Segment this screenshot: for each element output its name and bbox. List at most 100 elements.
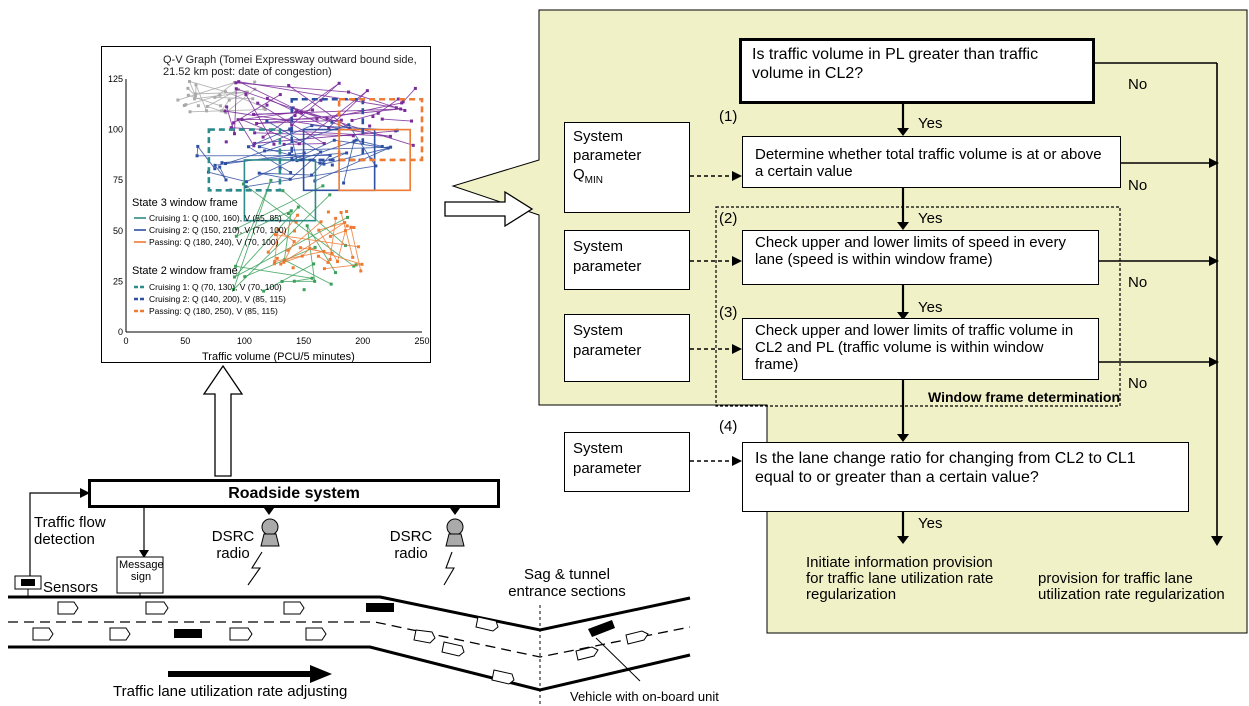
- qmin-label: QMIN: [573, 166, 604, 186]
- result-yes-text: Initiate information provision for traff…: [806, 554, 994, 603]
- qv-scatter-line: [236, 210, 292, 237]
- message-sign-label: Message sign: [119, 559, 164, 583]
- qv-scatter-point: [365, 89, 369, 93]
- qv-scatter-line: [289, 128, 298, 161]
- qv-scatter-line: [309, 247, 363, 265]
- legend-item-label: Cruising 2: Q (150, 210), V (70, 100): [149, 225, 287, 235]
- qv-scatter-line: [254, 130, 396, 144]
- qv-scatter-line: [225, 124, 349, 164]
- qv-scatter-line: [197, 146, 216, 169]
- dsrc-radio-label-2: DSRC radio: [389, 528, 433, 562]
- qv-scatter-point: [196, 144, 200, 148]
- qv-scatter-point: [278, 166, 282, 170]
- sys-param-box-3: System parameter: [564, 314, 690, 382]
- qv-scatter-point: [275, 256, 279, 260]
- qv-x-tick-label: 50: [180, 336, 190, 346]
- qv-scatter-point: [345, 151, 349, 155]
- sys-param-box-4: System parameter: [564, 432, 690, 492]
- qv-scatter-line: [196, 146, 199, 156]
- qv-scatter-line: [219, 166, 227, 181]
- qv-scatter-point: [319, 220, 323, 224]
- qv-scatter-line: [233, 194, 331, 290]
- qv-scatter-line: [244, 246, 316, 278]
- step1-box: Determine whether total traffic volume i…: [742, 136, 1121, 188]
- qv-scatter-line: [351, 112, 379, 121]
- qv-scatter-line: [283, 255, 303, 263]
- qv-scatter-point: [347, 123, 351, 127]
- qv-scatter-point: [184, 103, 188, 107]
- qv-scatter-line: [330, 227, 355, 237]
- qv-y-tick-label: 100: [108, 125, 123, 135]
- qv-scatter-point: [252, 144, 256, 148]
- qv-scatter-line: [235, 265, 313, 279]
- qv-scatter-point: [243, 275, 247, 279]
- qv-scatter-line: [207, 106, 227, 114]
- qv-scatter-line: [234, 206, 299, 278]
- qv-scatter-point: [311, 108, 315, 112]
- qv-scatter-point: [272, 142, 276, 146]
- qv-scatter-point: [321, 184, 325, 188]
- qv-scatter-line: [267, 97, 329, 129]
- qv-scatter-point: [193, 97, 197, 101]
- qv-scatter-point: [251, 97, 255, 101]
- qv-scatter-point: [302, 288, 306, 292]
- legend-item-label: Cruising 1: Q (100, 160), V (55, 85): [149, 213, 282, 223]
- qv-scatter-point: [308, 246, 312, 250]
- qv-scatter-line: [340, 212, 354, 258]
- qv-scatter-line: [235, 180, 272, 267]
- qv-scatter-point: [253, 131, 257, 135]
- qv-scatter-line: [231, 127, 391, 137]
- qv-scatter-point: [234, 234, 238, 238]
- roadside-system-box: Roadside system: [88, 479, 500, 508]
- qv-scatter-point: [272, 262, 276, 266]
- qv-scatter-line: [246, 139, 335, 183]
- qv-x-tick-label: 200: [355, 336, 370, 346]
- sys-param-qmin-box: System parameter QMIN: [564, 122, 690, 213]
- qv-scatter-line: [208, 171, 247, 183]
- qv-scatter-point: [328, 257, 332, 261]
- qv-scatter-point: [352, 264, 356, 268]
- qv-scatter-point: [288, 152, 292, 156]
- qv-scatter-point: [278, 93, 282, 97]
- qv-y-tick-label: 75: [113, 175, 123, 185]
- no-label-4: No: [1128, 375, 1148, 392]
- qv-scatter-point: [186, 86, 190, 90]
- qv-scatter-point: [225, 105, 229, 109]
- no-label-1: No: [1128, 76, 1148, 93]
- qv-scatter-line: [235, 82, 349, 93]
- qv-scatter-line: [294, 277, 313, 282]
- window-frame-label: Window frame determination: [928, 389, 1121, 405]
- qv-scatter-point: [359, 269, 363, 273]
- qv-scatter-point: [293, 229, 297, 233]
- qv-scatter-line: [284, 259, 332, 285]
- qv-scatter-point: [218, 165, 222, 169]
- qv-scatter-line: [334, 139, 389, 149]
- qv-scatter-point: [352, 225, 356, 229]
- qv-scatter-line: [296, 140, 355, 162]
- traffic-flow-detection-label: Traffic flow detection: [34, 514, 106, 548]
- qv-scatter-point: [294, 220, 298, 224]
- dsrc-radio-label-1: DSRC radio: [211, 528, 255, 562]
- sys-param-text-4: System parameter: [573, 440, 642, 477]
- qv-scatter-line: [277, 229, 295, 242]
- qv-scatter-line: [238, 81, 397, 109]
- qv-scatter-point: [316, 254, 320, 258]
- qv-scatter-point: [293, 114, 297, 118]
- qv-scatter-point: [274, 233, 278, 237]
- qv-scatter-line: [293, 107, 414, 146]
- sys-param-box-2: System parameter: [564, 230, 690, 290]
- qv-scatter-point: [255, 122, 259, 126]
- qv-scatter-line: [328, 90, 368, 129]
- qv-scatter-point: [253, 141, 257, 145]
- qv-window-frame: [207, 128, 282, 192]
- qv-scatter-point: [334, 216, 338, 220]
- qv-scatter-point: [371, 115, 375, 119]
- yes-label-4: Yes: [918, 515, 943, 532]
- qv-y-tick-label: 125: [108, 74, 123, 84]
- legend-item-label: Cruising 2: Q (140, 200), V (85, 115): [149, 294, 286, 304]
- no-label-3: No: [1128, 274, 1148, 291]
- step2-text: Check upper and lower limits of speed in…: [755, 234, 1066, 268]
- step1-number: (1): [719, 108, 738, 125]
- qv-scatter-line: [348, 91, 405, 111]
